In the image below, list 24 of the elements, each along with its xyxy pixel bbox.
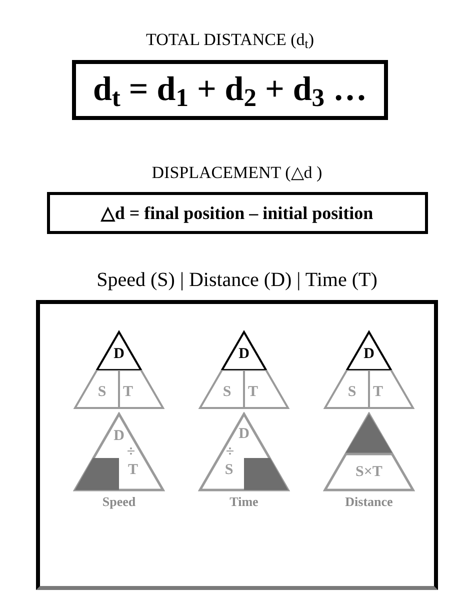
variable-letter: S — [348, 384, 356, 400]
variable-letter: D — [114, 346, 124, 362]
variable-letter: S — [222, 384, 232, 400]
variable-letter: D — [114, 428, 124, 444]
variable-letter: S×T — [356, 464, 382, 480]
heading: Speed (S) | Distance (D) | Time (T) — [96, 268, 378, 292]
variable-letter: T — [373, 384, 383, 400]
variable-letter: T — [123, 384, 133, 400]
formula-box: d$_{t}$ = d$_{1}$ + d$_{2}$ + d$_{3}$ … — [72, 60, 388, 120]
triangle-caption: Distance — [344, 494, 394, 510]
heading: DISPLACEMENT (△d ) — [152, 163, 322, 183]
variable-letter: T — [128, 462, 138, 478]
formula-box: △d = final position – initial position — [46, 192, 428, 234]
variable-letter: S — [98, 384, 106, 400]
variable-letter: ÷ — [126, 444, 136, 460]
variable-letter: ÷ — [226, 444, 234, 460]
variable-letter: S — [224, 462, 234, 478]
heading: TOTAL DISTANCE (d$_{t}$) — [146, 30, 314, 50]
variable-letter: D — [238, 426, 250, 442]
triangle-caption: Time — [228, 494, 260, 510]
variable-letter: D — [364, 346, 374, 362]
variable-letter: T — [248, 384, 258, 400]
triangle-caption: Speed — [101, 494, 137, 510]
variable-letter: D — [238, 346, 250, 362]
